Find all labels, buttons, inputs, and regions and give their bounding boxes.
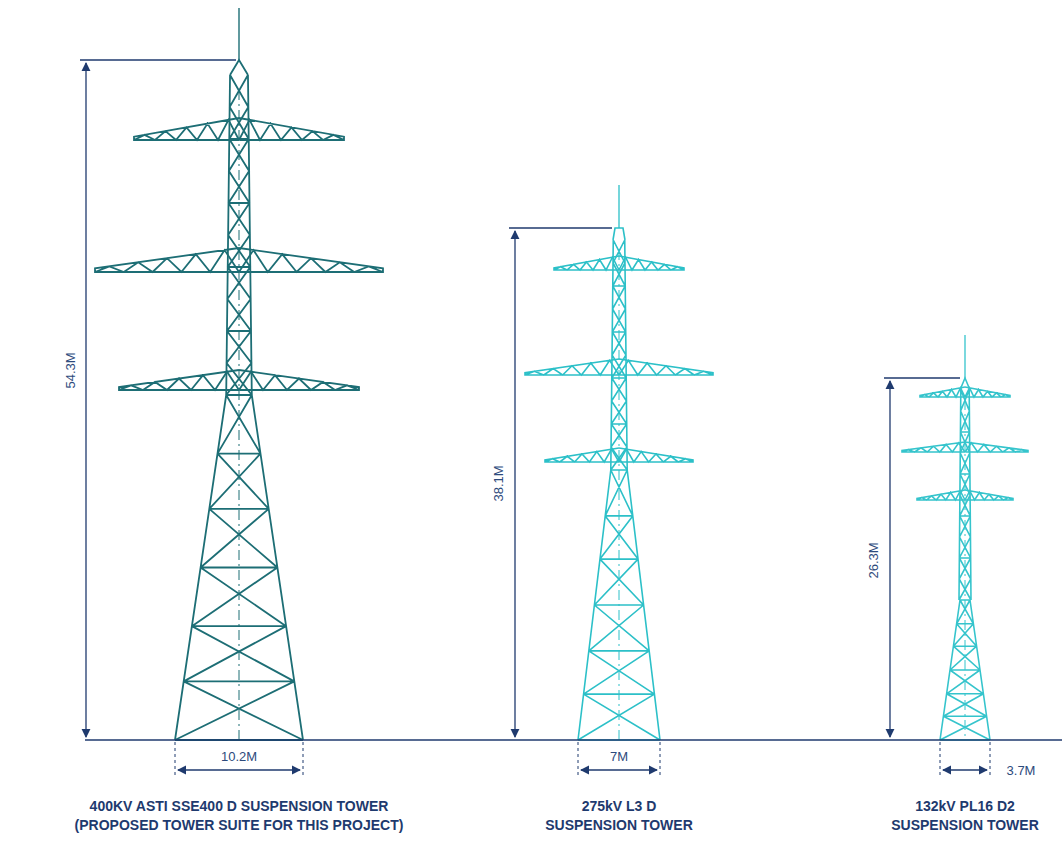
- crossarm: [134, 118, 239, 140]
- extension-line: [578, 742, 579, 778]
- earth-spike: [238, 8, 239, 60]
- height-dimension: [514, 231, 515, 737]
- crossarm: [95, 248, 239, 272]
- crossarm: [902, 442, 965, 452]
- dimension-label: 26.3M: [865, 542, 880, 578]
- crossarm: [119, 370, 239, 390]
- center-line: [619, 250, 620, 740]
- center-line: [239, 90, 240, 740]
- earth-spike: [964, 335, 965, 378]
- width-dimension: [581, 769, 657, 770]
- crossarm: [554, 256, 619, 270]
- tower-peak: [613, 228, 625, 240]
- dimension-label: 38.1M: [490, 465, 505, 501]
- extension-line: [660, 742, 661, 778]
- crossarm: [239, 248, 383, 272]
- earth-spike: [618, 185, 619, 228]
- tower-275kv: [525, 185, 713, 740]
- dimension-label: 3.7M: [1007, 763, 1036, 778]
- tower-caption: 132kV PL16 D2 SUSPENSION TOWER: [880, 797, 1050, 835]
- crossarm: [619, 448, 693, 462]
- center-line: [965, 400, 966, 740]
- crossarm: [920, 387, 965, 397]
- crossarm: [619, 256, 684, 270]
- crossarm: [965, 387, 1010, 397]
- crossarm: [965, 490, 1013, 500]
- tower-caption: 400KV ASTI SSE400 D SUSPENSION TOWER (PR…: [47, 797, 431, 835]
- extension-line: [990, 742, 991, 778]
- tower-body: [175, 395, 303, 740]
- width-dimension: [943, 769, 987, 770]
- tower-caption: 275kV L3 D SUSPENSION TOWER: [534, 797, 704, 835]
- crossarm: [525, 359, 619, 375]
- crossarm: [239, 370, 359, 390]
- extension-line: [175, 742, 176, 778]
- dimension-label: 54.3M: [62, 352, 77, 388]
- width-dimension: [178, 769, 300, 770]
- crossarm: [619, 359, 713, 375]
- dimension-tick: [509, 227, 612, 228]
- dimension-lines: [80, 60, 1062, 778]
- dimension-label: 10.2M: [221, 749, 257, 764]
- extension-line: [303, 742, 304, 778]
- dimension-label: 7M: [610, 749, 628, 764]
- tower-132kv: [902, 335, 1028, 740]
- dimension-tick: [884, 377, 960, 378]
- crossarm: [965, 442, 1028, 452]
- tower-400kv: [95, 8, 383, 740]
- dimension-tick: [80, 59, 236, 60]
- extension-line: [940, 742, 941, 778]
- crossarm: [239, 118, 344, 140]
- crossarm: [545, 448, 619, 462]
- tower-peak: [230, 60, 248, 75]
- ground-line: [85, 739, 1062, 741]
- height-dimension: [85, 63, 86, 737]
- crossarm: [917, 490, 965, 500]
- height-dimension: [889, 381, 890, 737]
